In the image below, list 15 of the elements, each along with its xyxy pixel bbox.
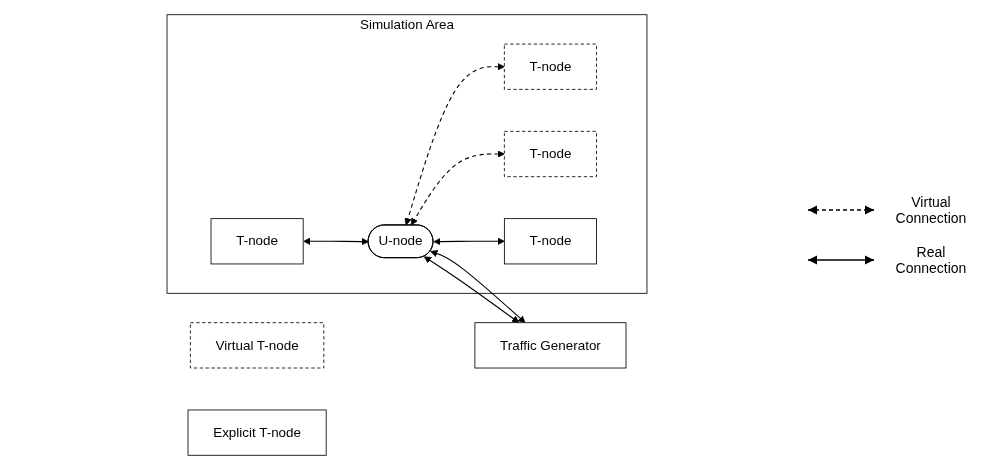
node-box: T-node xyxy=(503,130,597,178)
arrow xyxy=(404,63,505,226)
legend-label: Real Connection xyxy=(894,244,968,276)
node-box: Virtual T-node xyxy=(189,322,325,369)
node-box: T-node xyxy=(503,218,597,265)
arrow xyxy=(303,237,369,246)
node-box: Traffic Generator xyxy=(474,322,627,369)
node-box: T-node xyxy=(210,218,304,265)
arrow xyxy=(423,256,520,324)
arrow xyxy=(433,237,505,246)
arrow xyxy=(430,249,526,324)
arrow xyxy=(410,150,505,226)
legend-label: Virtual Connection xyxy=(894,194,968,226)
node-box: Explicit T-node xyxy=(187,409,327,456)
node-box: T-node xyxy=(503,43,597,90)
